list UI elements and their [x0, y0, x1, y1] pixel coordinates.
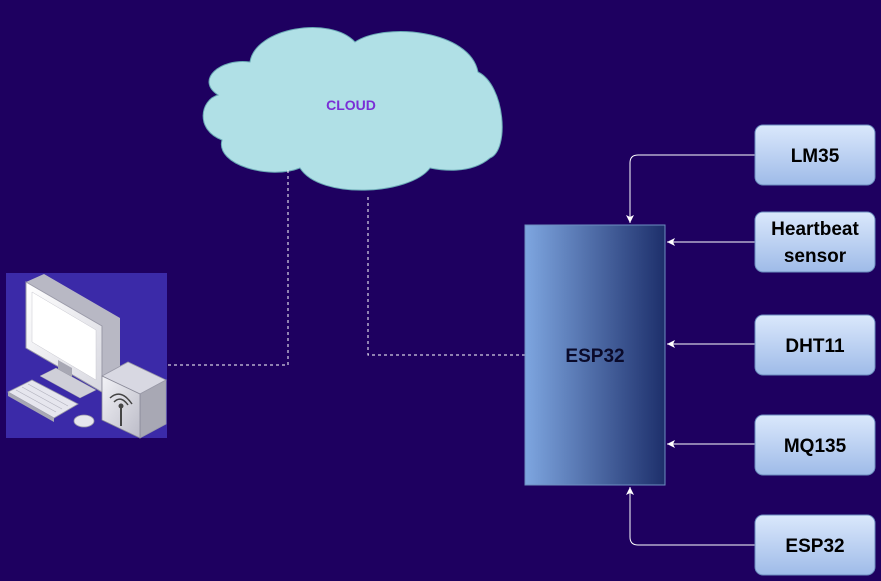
- cloud: CLOUD: [202, 27, 503, 191]
- cloud-shape: [202, 27, 503, 191]
- sensor-box-mq135: MQ135: [754, 414, 876, 476]
- sensor-label-heartbeat-line1: Heartbeat: [771, 219, 859, 240]
- sensor-label-dht11: DHT11: [785, 336, 845, 357]
- computer-cloud-link: [168, 168, 289, 366]
- esp32-controller-label: ESP32: [565, 346, 624, 367]
- esp32-cloud-link: [367, 196, 525, 356]
- lm35-link: [626, 154, 755, 223]
- desktop-computer-icon: [6, 273, 167, 439]
- sensor-label-lm35: LM35: [791, 146, 840, 167]
- sensor-box-esp32: ESP32: [754, 514, 876, 576]
- esp32-sensor-link: [626, 487, 755, 546]
- esp32-controller: ESP32: [524, 224, 666, 486]
- sensor-box-heartbeat: Heartbeat sensor: [754, 211, 876, 273]
- sensor-label-heartbeat-line2: sensor: [784, 246, 847, 267]
- sensor-label-mq135: MQ135: [784, 436, 847, 457]
- sensor-box-lm35: LM35: [754, 124, 876, 186]
- sensor-box-dht11: DHT11: [754, 314, 876, 376]
- cloud-label: CLOUD: [326, 97, 376, 113]
- sensor-label-esp32: ESP32: [785, 536, 844, 557]
